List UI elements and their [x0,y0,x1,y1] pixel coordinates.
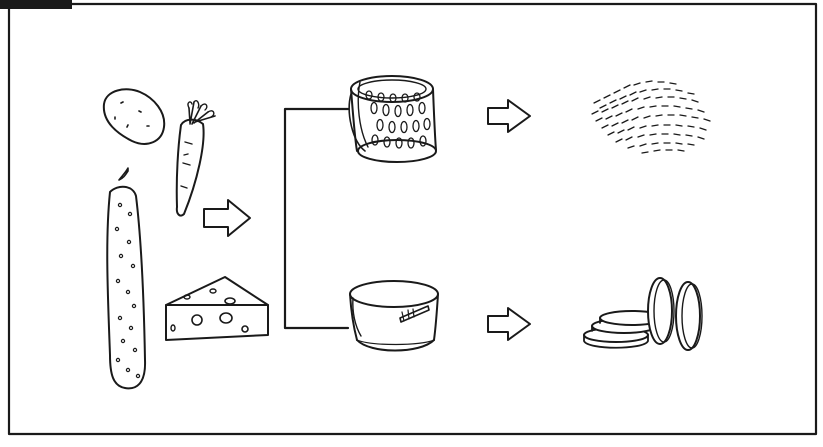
arrow-right-icon [203,199,251,237]
grated-shreds-icon [591,80,711,154]
cucumber-bumps [114,202,141,379]
bracket-splitter [283,107,350,330]
carrot-icon [175,100,216,217]
grating-drum-icon [348,75,437,163]
arrow-right-icon [487,99,531,133]
potato-icon [102,88,166,145]
grater-holes [365,90,431,149]
slicing-blade [399,305,430,323]
slicing-drum-icon [349,280,439,352]
cucumber-icon [106,167,147,390]
sliced-discs-icon [583,277,703,351]
cheese-icon [165,276,269,341]
frame-border [7,2,818,436]
arrow-right-icon [487,307,531,341]
